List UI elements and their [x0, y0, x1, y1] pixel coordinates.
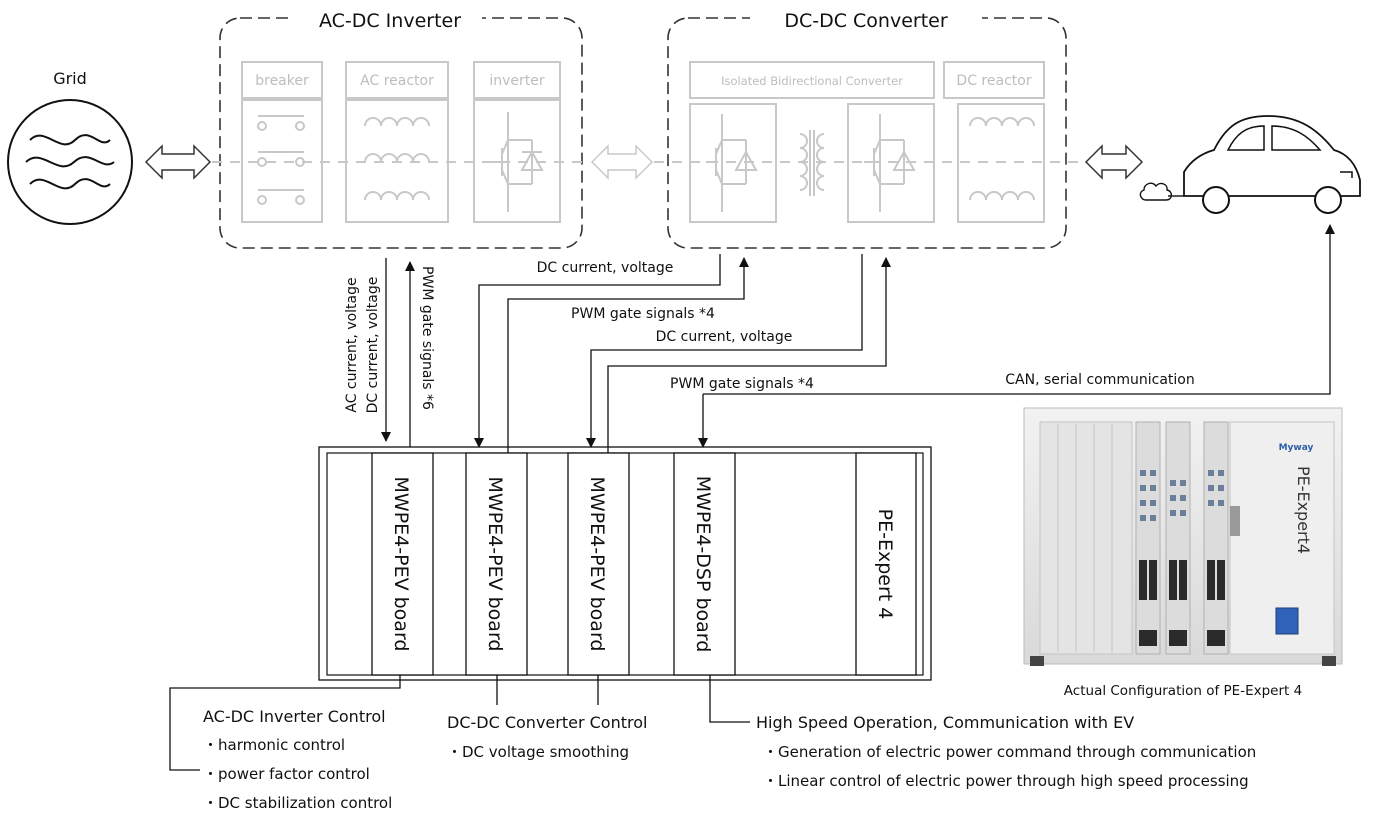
dc-sense-secondary-arrow	[586, 254, 863, 448]
photo-product-label: PE-Expert4	[1294, 466, 1313, 554]
dc-current-voltage-label-2: DC current, voltage	[537, 260, 674, 276]
grid-icon	[7, 99, 133, 225]
pwm-gate-4-label-b: PWM gate signals *4	[670, 376, 814, 392]
board-label-1: MWPE4-PEV board	[390, 477, 412, 652]
ac-reactor-symbol	[345, 99, 449, 223]
board-label-2: MWPE4-PEV board	[484, 477, 506, 652]
board-label-3: MWPE4-PEV board	[586, 477, 608, 652]
breaker-label-box	[241, 61, 323, 99]
breaker-symbol	[241, 99, 323, 223]
dc-dc-control-item-1: ・DC voltage smoothing	[447, 743, 629, 761]
isolated-converter-label-box	[689, 61, 935, 99]
dsp-control-title: High Speed Operation, Communication with…	[756, 713, 1134, 732]
dc-dc-converter-block	[667, 17, 1067, 249]
ac-dc-inverter-title: AC-DC Inverter	[319, 10, 461, 32]
dc-dc-control-title: DC-DC Converter Control	[447, 713, 647, 732]
photo-caption: Actual Configuration of PE-Expert 4	[1064, 683, 1302, 699]
ac-dc-control-title: AC-DC Inverter Control	[203, 707, 386, 726]
board-slot-1	[371, 452, 434, 676]
dc-dc-converter-title: DC-DC Converter	[784, 10, 948, 32]
breaker-label: breaker	[255, 73, 309, 89]
dc-sense-primary-arrow	[474, 254, 721, 448]
board-label-4: MWPE4-DSP board	[692, 476, 714, 653]
pwm4-secondary-arrow	[607, 257, 891, 453]
ac-reactor-label-box	[345, 61, 449, 99]
board-slot-4	[673, 452, 736, 676]
inverter-label-box	[473, 61, 561, 99]
pe-expert-4-photo: Myway PE-Expert4	[1023, 407, 1343, 666]
dsp-control-item-2: ・Linear control of electric power throug…	[763, 772, 1249, 790]
pwm-gate-6-label: PWM gate signals *6	[419, 266, 435, 410]
grid-label: Grid	[53, 69, 87, 88]
ac-current-voltage-label: AC current, voltage	[344, 277, 360, 412]
isolated-converter-label: Isolated Bidirectional Converter	[721, 74, 903, 88]
ac-dc-control-leader	[169, 675, 401, 771]
board-label-5: PE-Expert 4	[874, 509, 896, 620]
ac-dc-control-item-3: ・DC stabilization control	[203, 794, 392, 812]
bidirectional-arrow-icon	[1084, 144, 1144, 180]
pwm-gate-4-label-a: PWM gate signals *4	[571, 306, 715, 322]
photo-brand-label: Myway	[1279, 443, 1314, 453]
exhaust-cloud-icon	[1139, 182, 1184, 201]
pwm4-primary-arrow	[507, 257, 749, 453]
dsp-control-item-1: ・Generation of electric power command th…	[763, 743, 1256, 761]
can-serial-label: CAN, serial communication	[1005, 372, 1194, 388]
dc-current-voltage-label-3: DC current, voltage	[656, 329, 793, 345]
ac-dc-inverter-block	[219, 17, 583, 249]
ac-dc-control-item-1: ・harmonic control	[203, 736, 345, 754]
bidirectional-arrow-icon	[590, 144, 654, 180]
electric-vehicle-icon	[1183, 115, 1361, 214]
inverter-symbol	[473, 99, 561, 223]
dc-reactor-symbol	[957, 103, 1045, 223]
dc-current-voltage-label-1: DC current, voltage	[365, 277, 381, 414]
bidirectional-arrow-icon	[144, 144, 212, 180]
dc-reactor-label-box	[943, 61, 1045, 99]
ac-dc-control-item-2: ・power factor control	[203, 765, 370, 783]
inverter-label: inverter	[489, 73, 545, 89]
dc-reactor-label: DC reactor	[956, 73, 1031, 89]
ac-reactor-label: AC reactor	[360, 73, 434, 89]
dsp-control-leader	[709, 675, 750, 723]
primary-bridge-symbol	[689, 103, 777, 223]
board-slot-5	[855, 452, 917, 676]
can-arrow-up	[703, 224, 1335, 395]
transformer-icon	[799, 130, 825, 196]
secondary-bridge-symbol	[847, 103, 935, 223]
